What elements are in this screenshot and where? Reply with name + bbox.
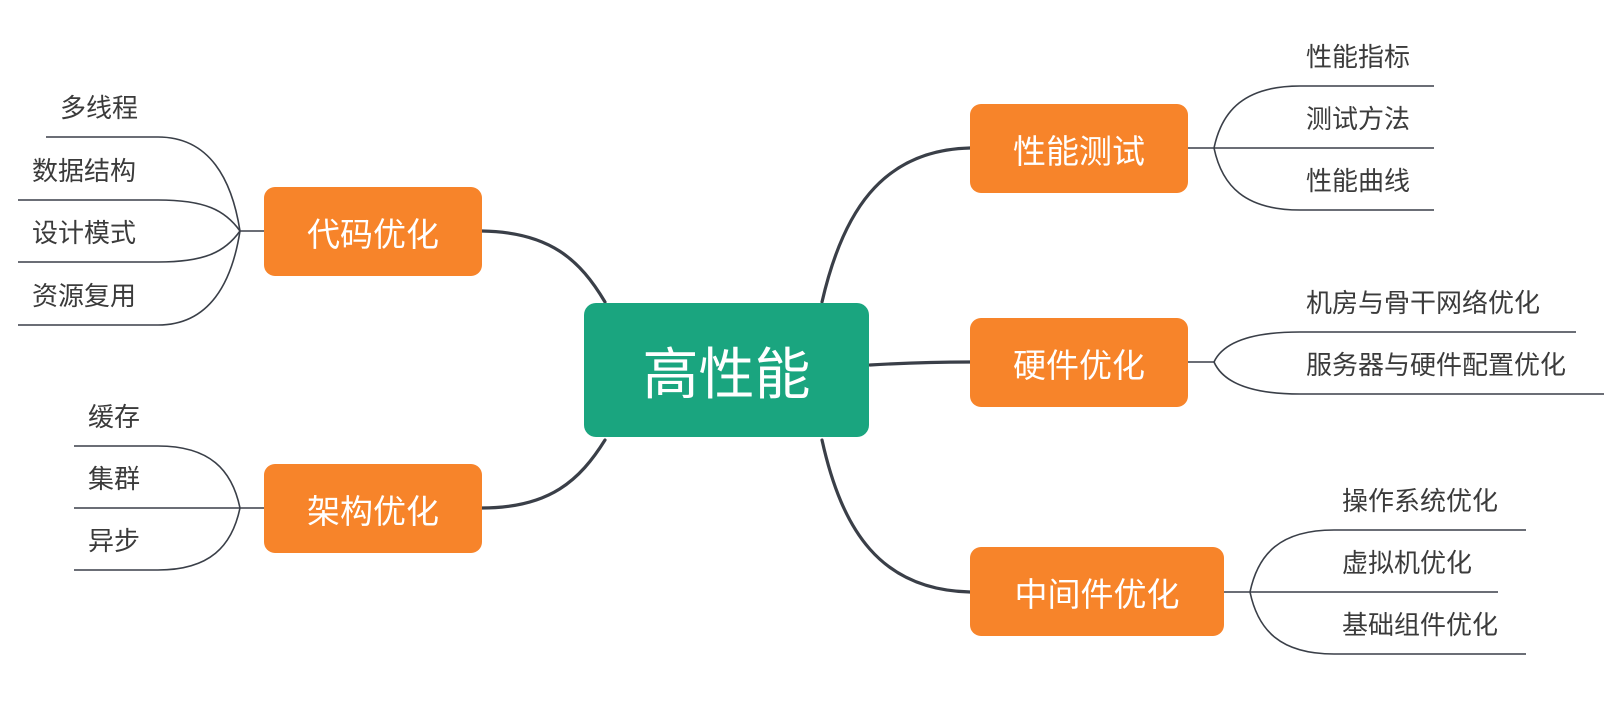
root-node[interactable]: 高性能 xyxy=(584,303,869,437)
leaf-lines-middleware xyxy=(1224,529,1526,655)
leaf-arch-0[interactable]: 缓存 xyxy=(88,403,141,433)
leaf-middleware-2[interactable]: 基础组件优化 xyxy=(1342,611,1499,641)
leaf-arch-2[interactable]: 异步 xyxy=(88,527,141,557)
leaf-line-code-1 xyxy=(18,199,241,232)
link-root-middleware xyxy=(820,438,972,594)
branch-node-middleware[interactable]: 中间件优化 xyxy=(970,547,1224,636)
leaf-lines-hardware xyxy=(1188,331,1604,395)
leaf-lines-code xyxy=(18,136,264,326)
leaf-code-3[interactable]: 资源复用 xyxy=(32,282,137,312)
branch-label-test: 性能测试 xyxy=(1013,131,1145,171)
branch-label-arch: 架构优化 xyxy=(307,491,439,531)
leaf-line-arch-2 xyxy=(74,507,241,571)
leaf-test-1[interactable]: 测试方法 xyxy=(1306,105,1411,135)
leaf-line-code-3 xyxy=(18,230,241,326)
leaf-arch-1[interactable]: 集群 xyxy=(88,465,141,495)
leaf-hardware-1[interactable]: 服务器与硬件配置优化 xyxy=(1306,351,1567,381)
root-node-label: 高性能 xyxy=(642,342,811,408)
link-root-code xyxy=(480,229,607,304)
leaf-line-test-0 xyxy=(1188,85,1434,149)
leaf-lines-test xyxy=(1188,85,1434,211)
leaf-middleware-0[interactable]: 操作系统优化 xyxy=(1342,487,1499,517)
leaf-line-middleware-2 xyxy=(1249,591,1526,655)
leaf-test-2[interactable]: 性能曲线 xyxy=(1306,167,1411,197)
branch-node-code[interactable]: 代码优化 xyxy=(264,187,482,276)
leaf-test-0[interactable]: 性能指标 xyxy=(1306,43,1411,73)
leaf-line-arch-0 xyxy=(74,445,264,509)
leaf-middleware-1[interactable]: 虚拟机优化 xyxy=(1342,549,1473,579)
link-root-hardware xyxy=(868,360,972,367)
branch-node-arch[interactable]: 架构优化 xyxy=(264,464,482,553)
leaf-line-hardware-0 xyxy=(1188,331,1576,363)
branch-label-middleware: 中间件优化 xyxy=(1014,574,1180,614)
leaf-lines-arch xyxy=(74,445,264,571)
leaf-line-hardware-1 xyxy=(1213,361,1604,395)
leaf-line-test-2 xyxy=(1213,147,1434,211)
leaf-line-middleware-0 xyxy=(1224,529,1526,593)
leaf-code-1[interactable]: 数据结构 xyxy=(32,157,137,187)
branch-label-code: 代码优化 xyxy=(307,214,439,254)
branch-node-hardware[interactable]: 硬件优化 xyxy=(970,318,1188,407)
leaf-line-code-0 xyxy=(46,136,264,232)
branch-node-test[interactable]: 性能测试 xyxy=(970,104,1188,193)
leaf-code-0[interactable]: 多线程 xyxy=(60,94,139,124)
link-root-arch xyxy=(480,438,607,510)
link-root-test xyxy=(820,146,972,304)
leaf-line-code-2 xyxy=(18,230,241,263)
branch-label-hardware: 硬件优化 xyxy=(1013,345,1145,385)
leaf-code-2[interactable]: 设计模式 xyxy=(32,219,137,249)
leaf-hardware-0[interactable]: 机房与骨干网络优化 xyxy=(1306,289,1541,319)
